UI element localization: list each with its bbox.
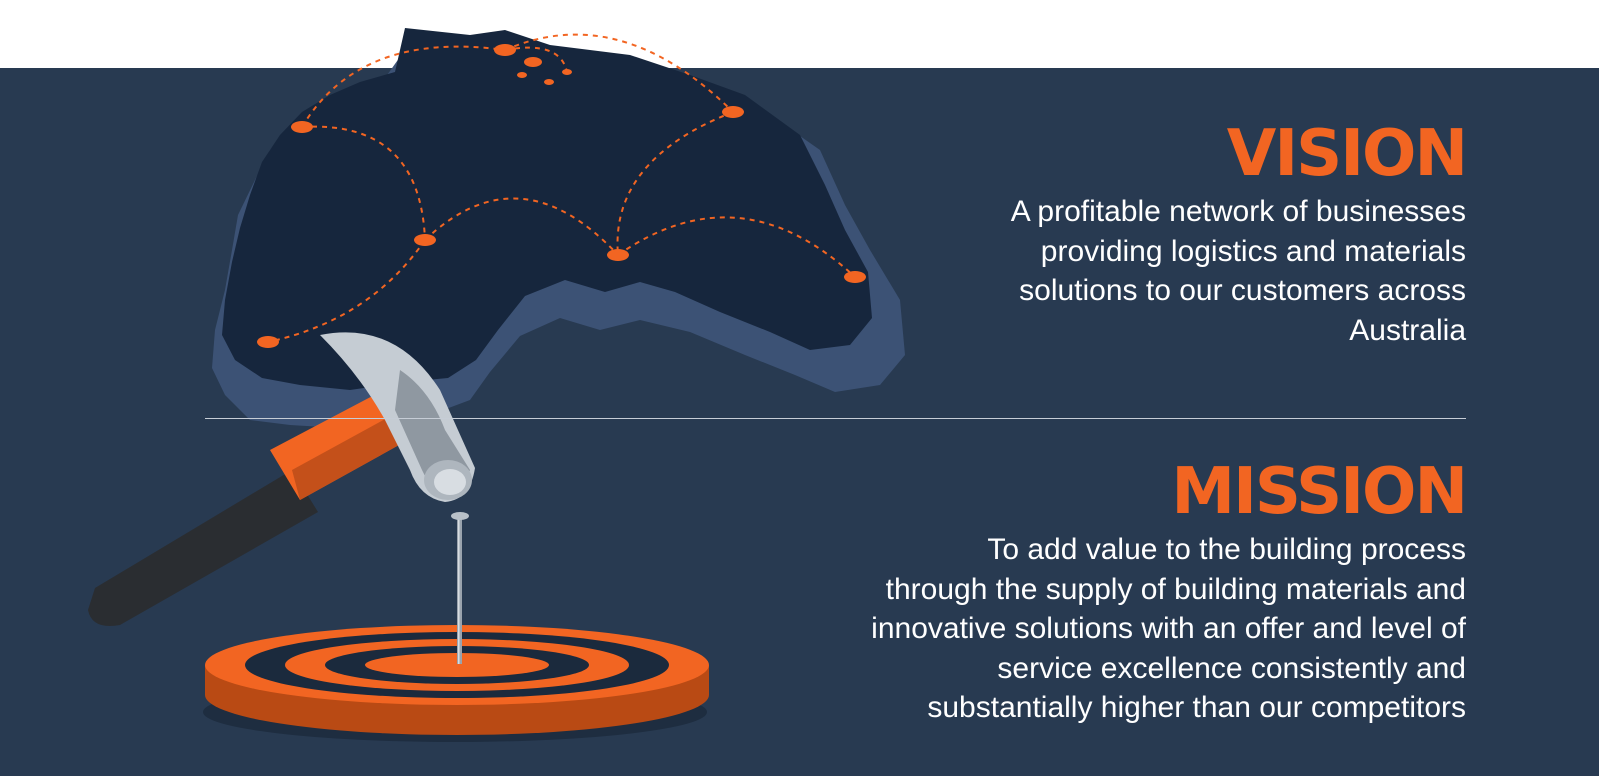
section-divider xyxy=(205,418,1466,419)
network-nodes xyxy=(257,44,866,348)
australia-map-icon xyxy=(222,28,872,390)
mission-body: To add value to the building process thr… xyxy=(871,533,1466,724)
vision-section: VISION A profitable network of businesse… xyxy=(766,117,1468,350)
target-icon xyxy=(205,625,709,735)
vision-heading: VISION xyxy=(1226,117,1468,191)
vision-body: A profitable network of businesses provi… xyxy=(1010,195,1466,347)
mission-section: MISSION To add value to the building pro… xyxy=(726,455,1468,728)
nail-icon xyxy=(451,512,469,664)
mission-heading: MISSION xyxy=(1171,455,1468,529)
hammer-icon xyxy=(88,332,475,626)
